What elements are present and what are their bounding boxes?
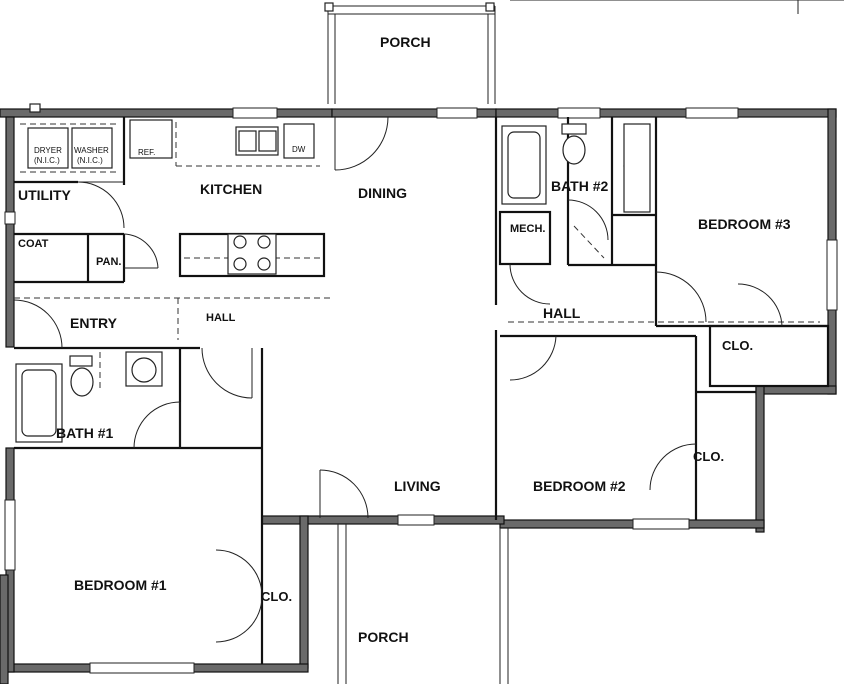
label-dryer: DRYER [34,146,62,155]
label-bath1: BATH #1 [56,425,114,441]
label-pan: PAN. [96,256,121,268]
label-utility: UTILITY [18,187,72,203]
label-dw: DW [292,145,306,154]
label-entry: ENTRY [70,315,118,331]
label-clo-bed1: CLO. [261,589,292,604]
appliance-labels: DRYER (N.I.C.) WASHER (N.I.C.) REF. DW [34,145,306,165]
label-bath2: BATH #2 [551,178,609,194]
bottom-porch [337,524,509,684]
label-ref: REF. [138,148,155,157]
label-hall-left: HALL [206,312,236,324]
label-dining: DINING [358,185,407,201]
interior-walls [14,117,830,664]
label-mech: MECH. [510,223,545,235]
label-porch-bottom: PORCH [358,629,409,645]
label-dryer-note: (N.I.C.) [34,156,60,165]
label-bedroom3: BEDROOM #3 [698,216,791,232]
bath2-fixtures [501,123,651,259]
label-hall-right: HALL [543,305,581,321]
label-living: LIVING [394,478,441,494]
label-coat: COAT [18,238,49,250]
room-labels: PORCH UTILITY KITCHEN DINING BATH #2 BED… [18,34,791,645]
utility-appliances [20,103,118,173]
label-porch-top: PORCH [380,34,431,50]
top-porch [324,0,844,104]
bath1-fixtures [15,351,163,443]
label-bedroom1: BEDROOM #1 [74,577,167,593]
label-clo-bed3: CLO. [722,338,753,353]
door-swings [13,116,783,643]
label-clo-bed2: CLO. [693,449,724,464]
label-washer-note: (N.I.C.) [77,156,103,165]
windows [4,107,838,674]
label-kitchen: KITCHEN [200,181,262,197]
kitchen-fixtures [129,119,326,278]
label-bedroom2: BEDROOM #2 [533,478,626,494]
label-washer: WASHER [74,146,109,155]
soffit-lines [14,297,820,340]
exterior-walls [0,108,837,684]
